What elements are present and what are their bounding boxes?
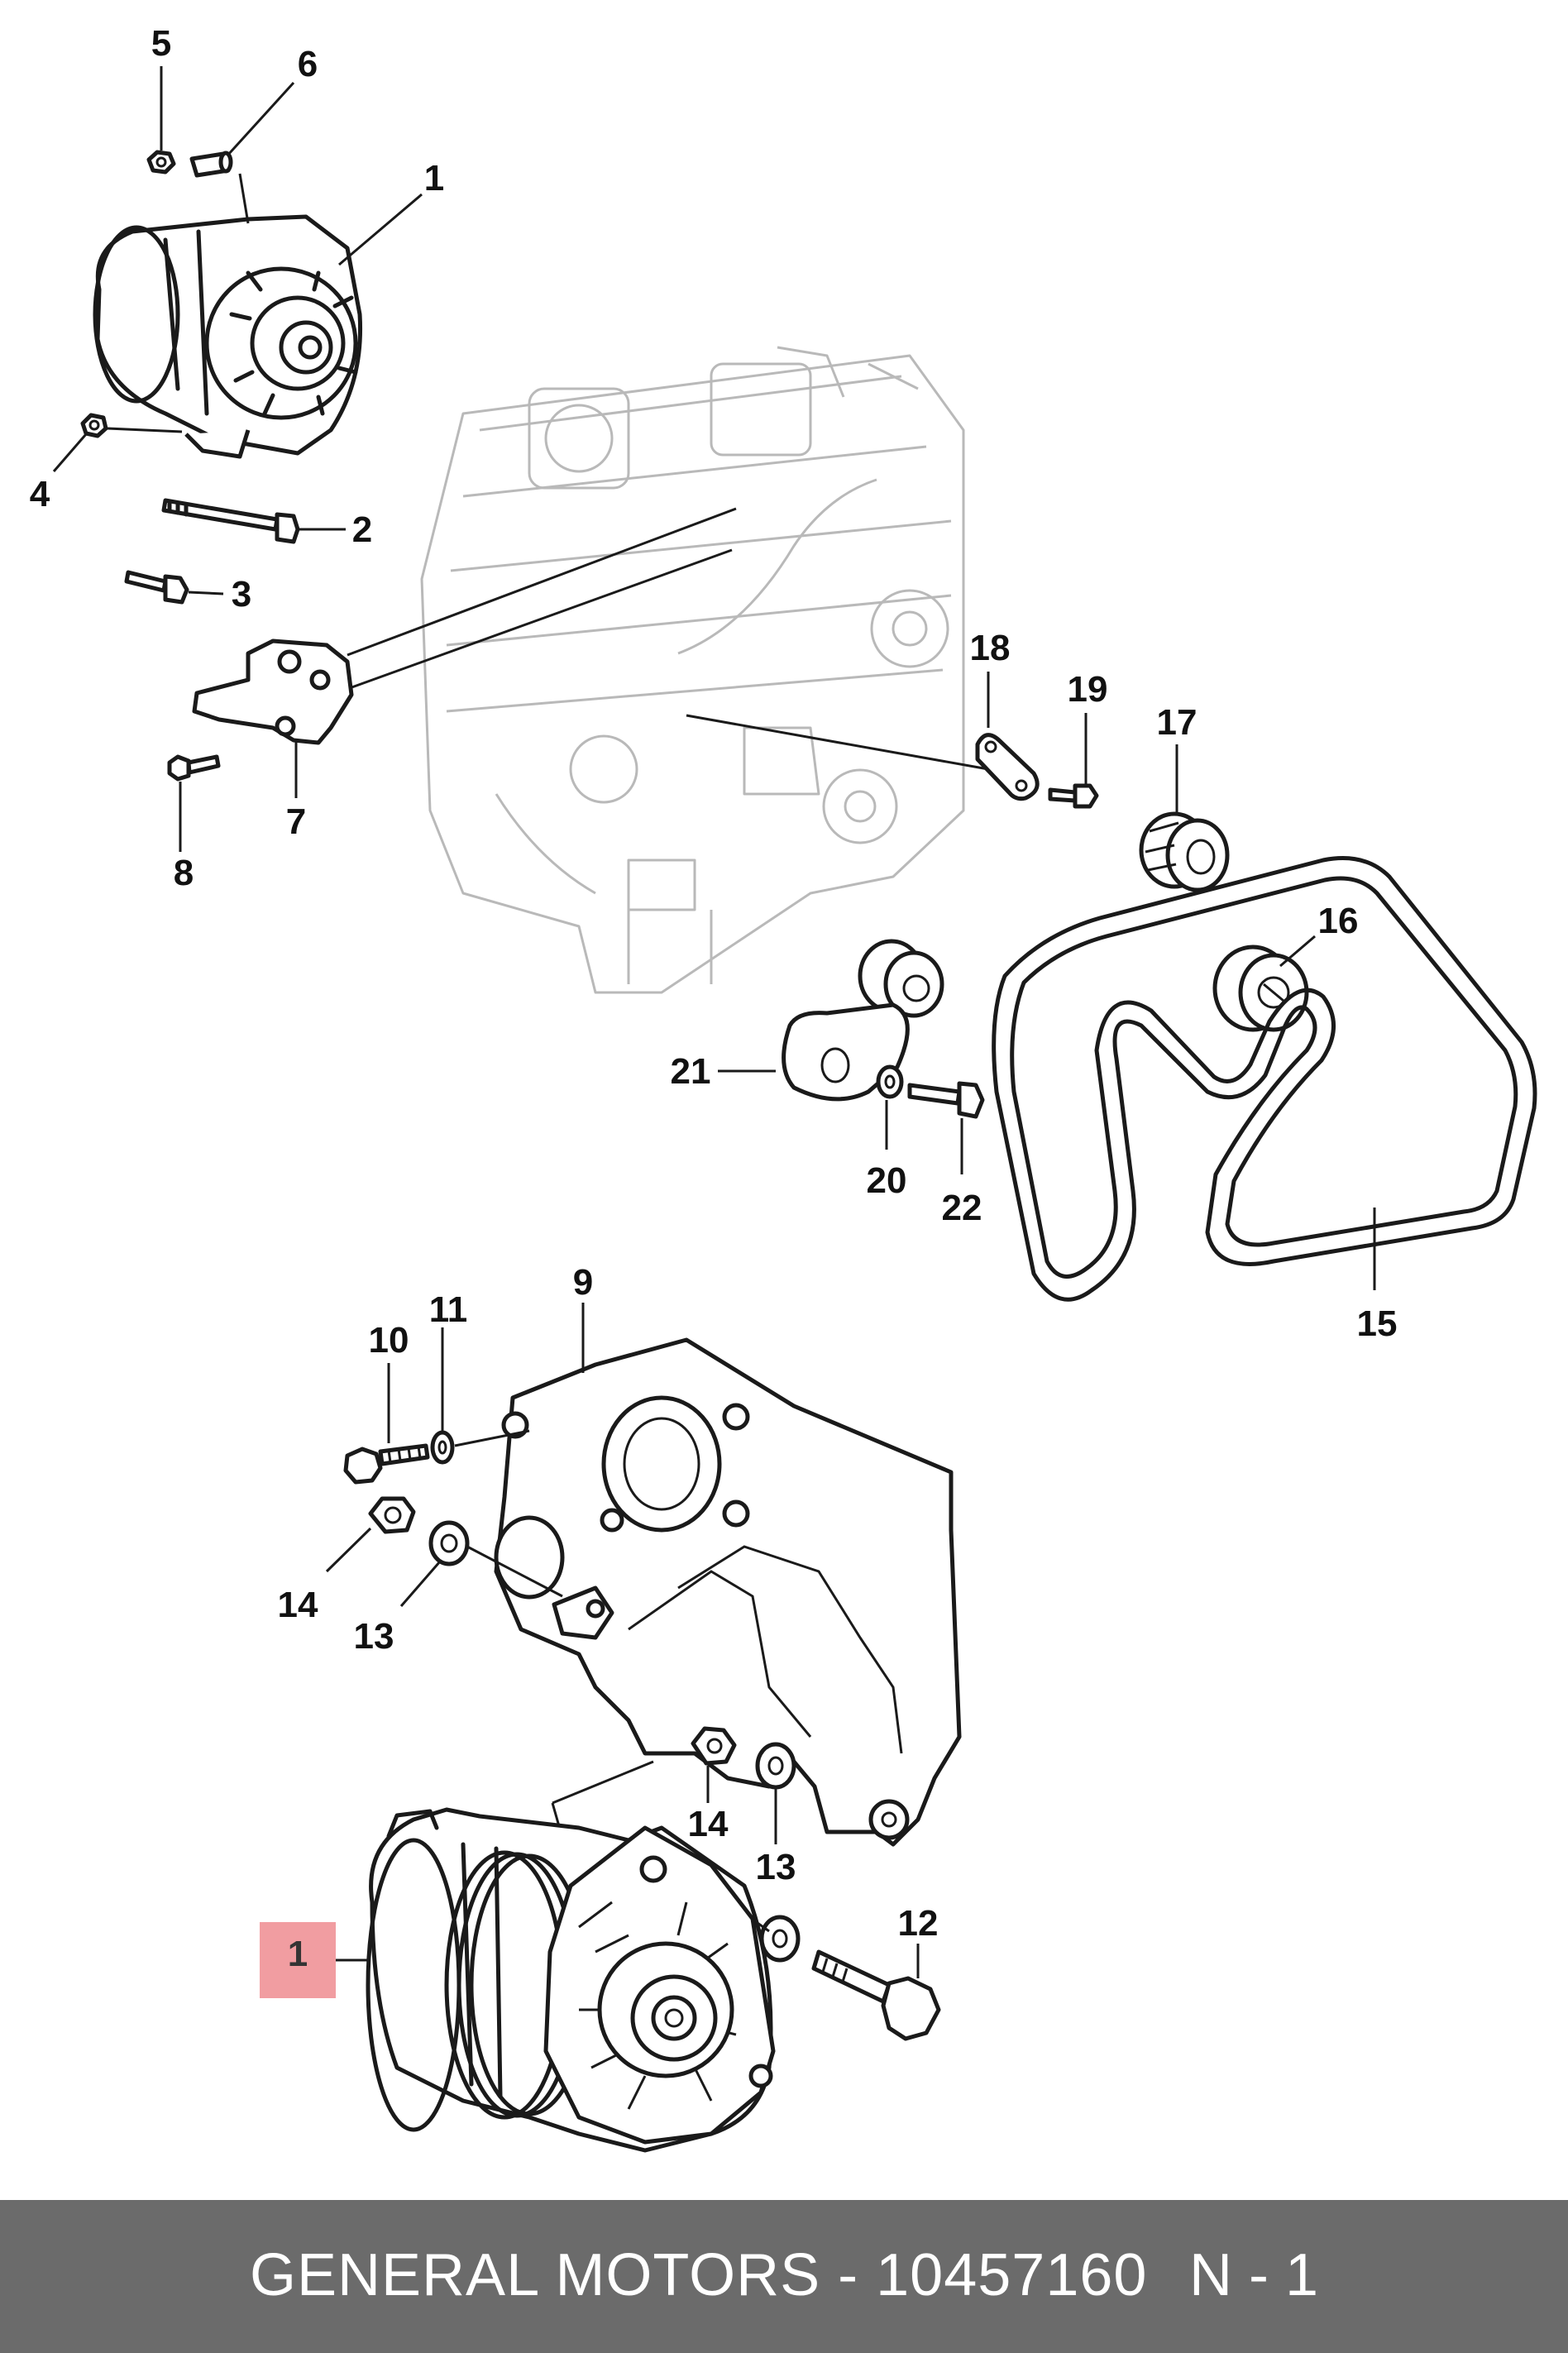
bolt-part-8 <box>167 754 221 852</box>
highlighted-part-callout: 1 <box>260 1922 336 1998</box>
alternator-lower <box>336 1807 776 2153</box>
callout-3: 3 <box>232 574 251 615</box>
callout-13-lower: 13 <box>756 1847 796 1887</box>
bolt-part-2 <box>161 498 346 544</box>
brand-part-number: GENERAL MOTORS - 10457160 <box>250 2242 1148 2308</box>
callout-7: 7 <box>286 801 306 842</box>
bolt-part-10 <box>343 1363 430 1485</box>
belt-part-15 <box>992 856 1537 1302</box>
nut-part-5 <box>146 66 176 175</box>
parts-diagram: 5 6 1 4 2 3 7 8 18 19 17 16 21 20 22 15 … <box>30 23 1537 2153</box>
bolt-part-3 <box>124 570 224 605</box>
callout-8: 8 <box>174 853 194 893</box>
link-part-18 <box>975 672 1040 801</box>
washer-part-11 <box>430 1327 530 1465</box>
callout-6: 6 <box>298 44 318 84</box>
callout-10: 10 <box>369 1320 409 1361</box>
footer-bar: GENERAL MOTORS - 10457160 N - 1 <box>0 2200 1568 2353</box>
nut-part-14-upper <box>325 1496 416 1573</box>
callout-9: 9 <box>573 1262 593 1303</box>
callout-11: 11 <box>429 1289 468 1330</box>
callout-5: 5 <box>151 23 171 64</box>
callout-21: 21 <box>671 1051 711 1092</box>
quantity-label: N - 1 <box>1189 2242 1319 2308</box>
callout-2: 2 <box>352 509 372 550</box>
callout-22: 22 <box>942 1188 982 1228</box>
callout-19: 19 <box>1068 669 1108 710</box>
highlighted-part-number: 1 <box>287 1934 308 1974</box>
callout-4: 4 <box>30 474 50 514</box>
washer-part-13-upper <box>399 1520 563 1607</box>
mounting-bracket-part-9 <box>494 1303 962 1847</box>
engine-block-illustration <box>420 346 965 994</box>
callout-15: 15 <box>1357 1303 1398 1344</box>
bracket-part-7 <box>192 638 354 798</box>
callout-13-upper: 13 <box>354 1616 394 1657</box>
alternator-top <box>93 214 363 459</box>
nut-part-14-lower <box>691 1726 737 1803</box>
callout-20: 20 <box>867 1160 907 1201</box>
callout-17: 17 <box>1157 702 1198 743</box>
callout-1-top: 1 <box>424 158 444 198</box>
washer-part-13-lower <box>755 1742 796 1844</box>
bolt-part-19 <box>1048 713 1099 809</box>
callout-14-upper: 14 <box>278 1585 318 1625</box>
bolt-part-22 <box>907 1081 985 1174</box>
callout-labels: 5 6 1 4 2 3 7 8 18 19 17 16 21 20 22 15 … <box>30 23 1398 1944</box>
callout-14-lower: 14 <box>688 1804 729 1844</box>
pulley-part-17 <box>1139 744 1230 892</box>
washer-part-20 <box>876 1064 904 1150</box>
callout-18: 18 <box>970 628 1011 668</box>
nut-part-4 <box>52 413 183 472</box>
idler-pulley-part-16 <box>1212 935 1316 1032</box>
tensioner-part-21 <box>718 939 944 1102</box>
sleeve-part-6 <box>189 81 295 224</box>
bolt-part-12 <box>759 1915 941 2041</box>
callout-16: 16 <box>1318 901 1359 941</box>
callout-12: 12 <box>898 1903 939 1944</box>
